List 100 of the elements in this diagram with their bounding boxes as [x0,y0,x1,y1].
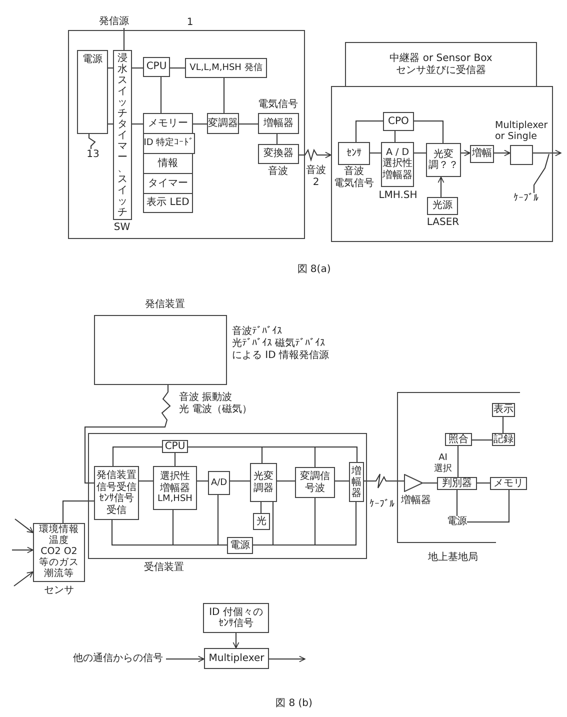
block-box [207,113,239,134]
label-text: 発信源 [97,15,131,28]
figure-label: 図 8 (b) [276,697,312,710]
block-label: 環境情報温度CO2 O2等のガス潮流等 [39,525,79,580]
block-label: ｾﾝｻ信号受信 [98,493,135,516]
block-label: 表示 [494,404,514,416]
block-label: 選択性増幅器 [382,158,413,182]
block-box [250,463,277,502]
label-text: 電源 [447,516,467,527]
connector [160,76,162,114]
side-label: 電気信号 [258,99,298,111]
side-label: LASER [426,217,460,229]
block-box [143,133,195,154]
connector [112,446,162,466]
block-box [253,513,270,530]
block-label: CPU [164,440,186,452]
label-text: 他の通信からの信号 [70,653,166,665]
side-label: センサ [44,585,74,597]
side-label: 音波 [268,166,288,178]
figure-label: 図 8(a) [297,263,331,276]
label-text: ｹｰﾌﾞﾙ [512,193,540,204]
arrow [166,656,204,662]
connector [414,120,444,144]
arrow [494,150,510,156]
block-title: 発信装置 [145,299,185,311]
connector [370,152,382,154]
block-label: LM,HSH [158,494,192,505]
connector [414,152,426,154]
block-label: 情報 [158,158,178,170]
block-box [143,173,193,194]
block-label: ID 付個々のｾﾝｻ信号 [208,606,264,630]
block-label: 光変調？？ [428,148,459,172]
frame-box [331,86,553,242]
arrow [460,150,470,156]
block-label: 増幅 [472,148,492,160]
leader-line [534,154,550,194]
block-box [426,143,461,177]
leader-line [88,134,96,150]
block-label: 電源 [82,54,102,66]
side-label: 音波 [344,166,364,178]
block-box [204,648,269,669]
block-label: メモリ [494,478,524,490]
arrow [232,632,240,648]
connector [138,480,154,482]
block-box [185,58,267,78]
block-label: 増幅器 [264,118,294,130]
connector [174,452,176,466]
block-box [94,466,139,520]
block-title: Multiplexer or Single [495,120,548,143]
arrow [12,546,34,554]
block-box [153,466,197,510]
block-title: 地上基地局 [428,552,478,564]
block-label: 選択性増幅器 [159,471,191,494]
block-box [203,603,269,633]
arrow [268,656,306,662]
block-box [77,50,108,134]
block-box [143,153,193,174]
block-box [227,537,253,554]
block-label: 変調器 [208,118,238,130]
block-label: 判別器 [442,478,472,490]
block-label: 浸水スイッチタイマー、スイッチ [117,52,128,218]
block-title: 増幅器 [401,495,431,507]
block-box [470,145,494,163]
block-label: 電源 [230,540,250,552]
side-label: LMH.SH [378,190,418,202]
block-box [345,42,537,86]
connector [218,494,228,546]
arrow [14,571,34,586]
block-label: 光変調器 [252,471,274,494]
block-label: 発信装置信号受信 [96,470,138,493]
block-label: ID 特定ｺｰﾄﾞ [144,138,194,149]
connector [356,120,384,142]
wave-arrow [298,148,332,162]
block-label: 変調信号波 [299,471,331,494]
arrow [14,518,34,534]
block-label: 増幅器 [351,466,362,498]
block-label: CPU [146,61,167,73]
side-label: 電気信号 [334,178,374,190]
block-box [445,433,472,446]
block-box [208,471,230,495]
block-label: CPO [388,116,409,128]
connector [276,480,296,482]
connector [334,480,350,482]
block-box [143,57,170,77]
wave-line [84,384,171,484]
block-label: 表示 LED [146,197,190,209]
label-text: 13 [85,149,101,161]
block-label: メモリー [148,118,188,130]
block-box [143,113,193,134]
arrow [532,150,562,156]
side-label: SW [114,222,130,234]
block-label: 照合 [448,434,468,446]
side-label: AI 選択 [434,453,452,475]
block-title: 1 [186,17,194,29]
block-label: 変換器 [264,148,294,160]
side-label: 音波ﾃﾞﾊﾞｲｽ光ﾃﾞﾊﾞｲｽ 磁気ﾃﾞﾊﾞｲｽによる ID 情報発信源 [232,326,330,362]
connector [196,480,208,482]
connector [276,134,278,144]
block-label: タイマー [148,178,188,190]
block-label: Multiplexer [208,652,264,664]
